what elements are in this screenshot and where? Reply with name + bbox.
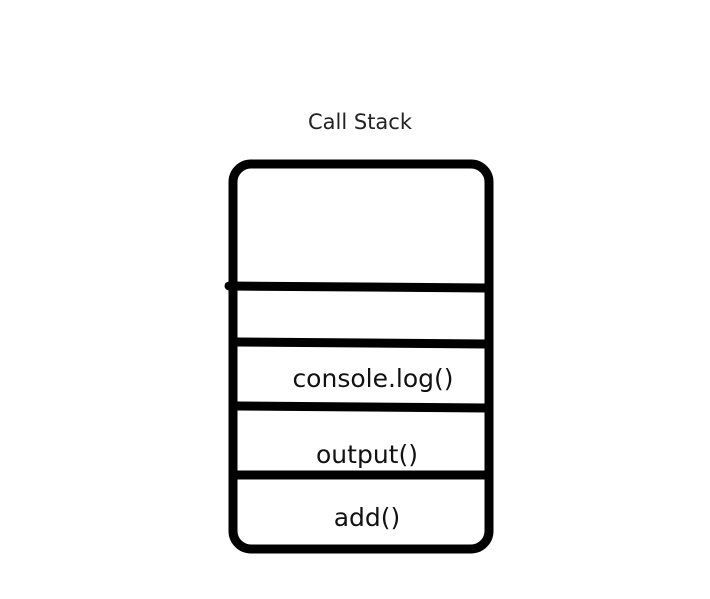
stack-frame-console-log: console.log() [292, 364, 454, 393]
frame-divider [224, 281, 492, 293]
stack-container [228, 159, 494, 554]
stack-frame-output: output() [316, 440, 418, 469]
frame-divider [235, 337, 488, 349]
diagram-title: Call Stack [307, 110, 412, 134]
frame-divider [235, 401, 488, 413]
stack-frame-add: add() [333, 503, 401, 532]
